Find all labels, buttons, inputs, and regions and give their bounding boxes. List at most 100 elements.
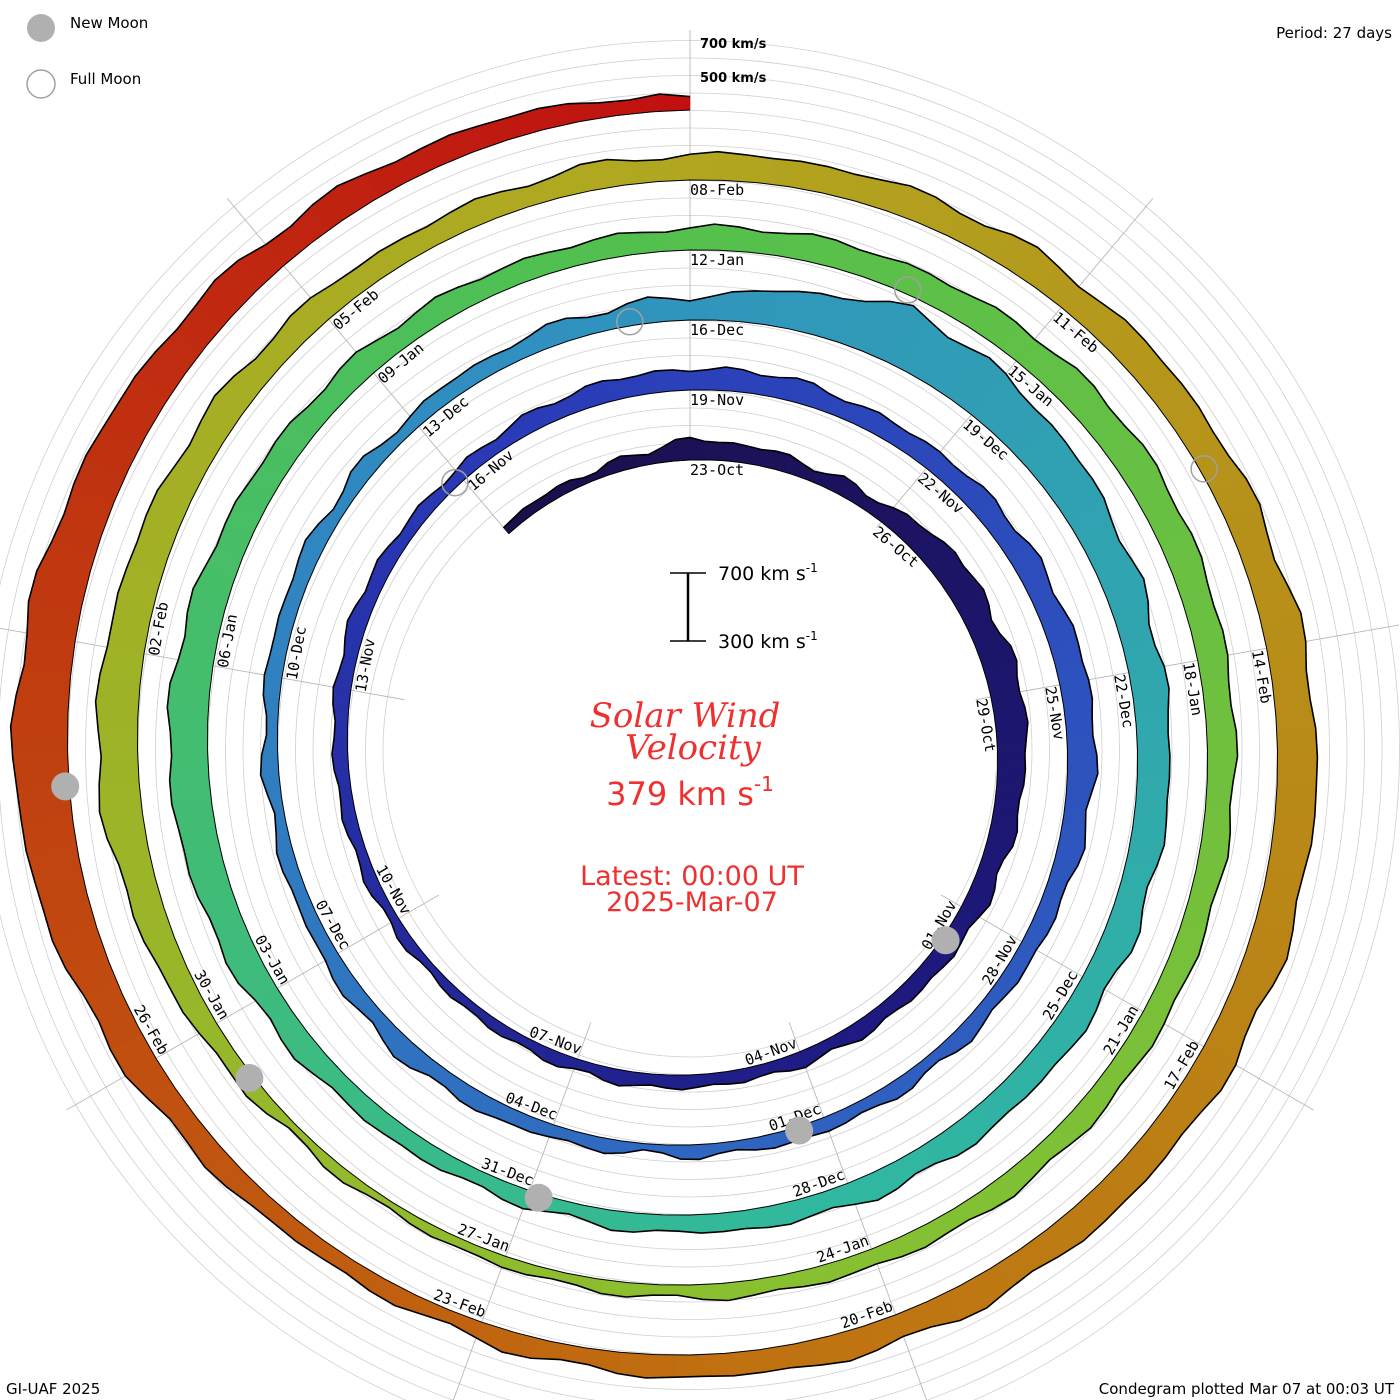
new-moon-marker (524, 1183, 553, 1212)
new-moon-marker (51, 772, 80, 801)
velocity-bar (716, 151, 746, 182)
velocity-bar (723, 366, 744, 393)
velocity-bar (1135, 775, 1170, 801)
velocity-bar (333, 720, 349, 739)
velocity-bar (98, 756, 140, 785)
velocity-bar (995, 722, 1029, 740)
full-moon-marker (1190, 455, 1218, 483)
velocity-bar (1274, 699, 1317, 730)
velocity-bar (1275, 783, 1317, 817)
velocity-bar (1062, 697, 1093, 720)
velocity-bar (10, 694, 69, 729)
velocity-bar (700, 1212, 724, 1234)
latest-date: 2025-Mar-07 (606, 887, 778, 918)
velocity-outline (9, 93, 1319, 1379)
grid-radial-line (788, 1022, 928, 1400)
velocity-bar (678, 1214, 702, 1234)
new-moon-legend-label: New Moon (70, 14, 148, 32)
velocity-bar (606, 159, 638, 188)
current-velocity: 379 km s-1 (606, 772, 774, 813)
velocity-bar (530, 1337, 565, 1360)
velocity-bar (675, 437, 691, 462)
velocity-bar (634, 1072, 653, 1086)
velocity-bar (1067, 754, 1099, 775)
velocity-bar (288, 1122, 313, 1147)
grid-radial-line (940, 894, 1314, 1111)
velocity-bar (651, 1284, 678, 1296)
date-label: 16-Dec (690, 321, 744, 339)
velocity-bar (647, 296, 671, 324)
velocity-bar (1066, 735, 1098, 756)
velocity-bar (703, 1352, 735, 1377)
velocity-bar (610, 1210, 637, 1233)
velocity-bar (997, 753, 1026, 770)
new-moon-marker (931, 926, 960, 955)
velocity-bar (1206, 730, 1238, 757)
date-label: 19-Nov (690, 391, 744, 409)
velocity-bar (706, 366, 727, 391)
velocity-bar (1276, 756, 1318, 787)
velocity-bar (97, 729, 138, 758)
velocity-bar (742, 154, 774, 185)
latest-time: Latest: 00:00 UT (580, 861, 804, 892)
baseline-spiral (66, 109, 1279, 1356)
footer-credit: GI-UAF 2025 (6, 1380, 100, 1398)
velocity-bar (10, 725, 68, 759)
ring-label-700: 700 km/s (700, 37, 767, 52)
velocity-trace (9, 93, 1319, 1379)
velocity-bar (769, 158, 802, 189)
velocity-bar (712, 223, 740, 252)
velocity-bar (633, 1212, 658, 1233)
velocity-bar (1202, 803, 1231, 833)
velocity-bar (169, 777, 212, 805)
velocity-bar (169, 755, 210, 781)
velocity-bar (1270, 670, 1311, 703)
velocity-bar (702, 1282, 729, 1301)
velocity-bar (753, 1133, 775, 1151)
full-moon-legend-label: Full Moon (70, 70, 141, 88)
velocity-bar (1132, 688, 1170, 714)
velocity-bar (1205, 779, 1234, 808)
velocity-bar (1276, 727, 1318, 758)
velocity-bar (260, 754, 280, 776)
date-label: 23-Oct (690, 461, 744, 479)
chart-title-line2: Velocity (625, 728, 761, 768)
velocity-bar (671, 369, 691, 392)
scale-bottom-label: 300 km s-1 (718, 629, 818, 653)
velocity-bar (266, 715, 279, 736)
ring-label-500: 500 km/s (700, 71, 767, 86)
full-moon-marker (894, 276, 922, 304)
period-label: Period: 27 days (1276, 24, 1392, 42)
grid-radial-line (975, 624, 1400, 701)
velocity-bar (1197, 654, 1229, 685)
date-label: 08-Feb (690, 181, 744, 199)
scale-top-label: 700 km s-1 (718, 561, 818, 585)
velocity-bar (95, 701, 139, 732)
full-moon-marker (616, 308, 644, 336)
velocity-bar (1134, 710, 1169, 735)
chart-title-line1: Solar Wind (590, 696, 781, 736)
velocity-bar (654, 369, 674, 393)
velocity-bar (275, 830, 293, 854)
new-moon-legend-icon (27, 14, 55, 42)
velocity-bar (634, 159, 664, 184)
moon-markers (51, 276, 1218, 1212)
velocity-bar (1137, 754, 1171, 779)
velocity-bar (731, 1349, 764, 1377)
full-moon-marker (441, 468, 469, 497)
velocity-bar (169, 731, 208, 757)
velocity-bar (1136, 732, 1171, 756)
grid-radial-line (452, 1022, 592, 1400)
velocity-bar (703, 440, 720, 461)
velocity-bar (996, 737, 1027, 755)
velocity-bar (656, 1214, 680, 1232)
velocity-bar (166, 707, 209, 734)
velocity-bar (1201, 680, 1232, 709)
velocity-bar (645, 1353, 677, 1379)
velocity-bar (680, 1144, 700, 1160)
velocity-bar (1065, 716, 1094, 738)
velocity-bar (263, 674, 283, 698)
footer-plot-time: Condegram plotted Mar 07 at 00:03 UT (1099, 1380, 1395, 1398)
new-moon-marker (785, 1116, 814, 1145)
